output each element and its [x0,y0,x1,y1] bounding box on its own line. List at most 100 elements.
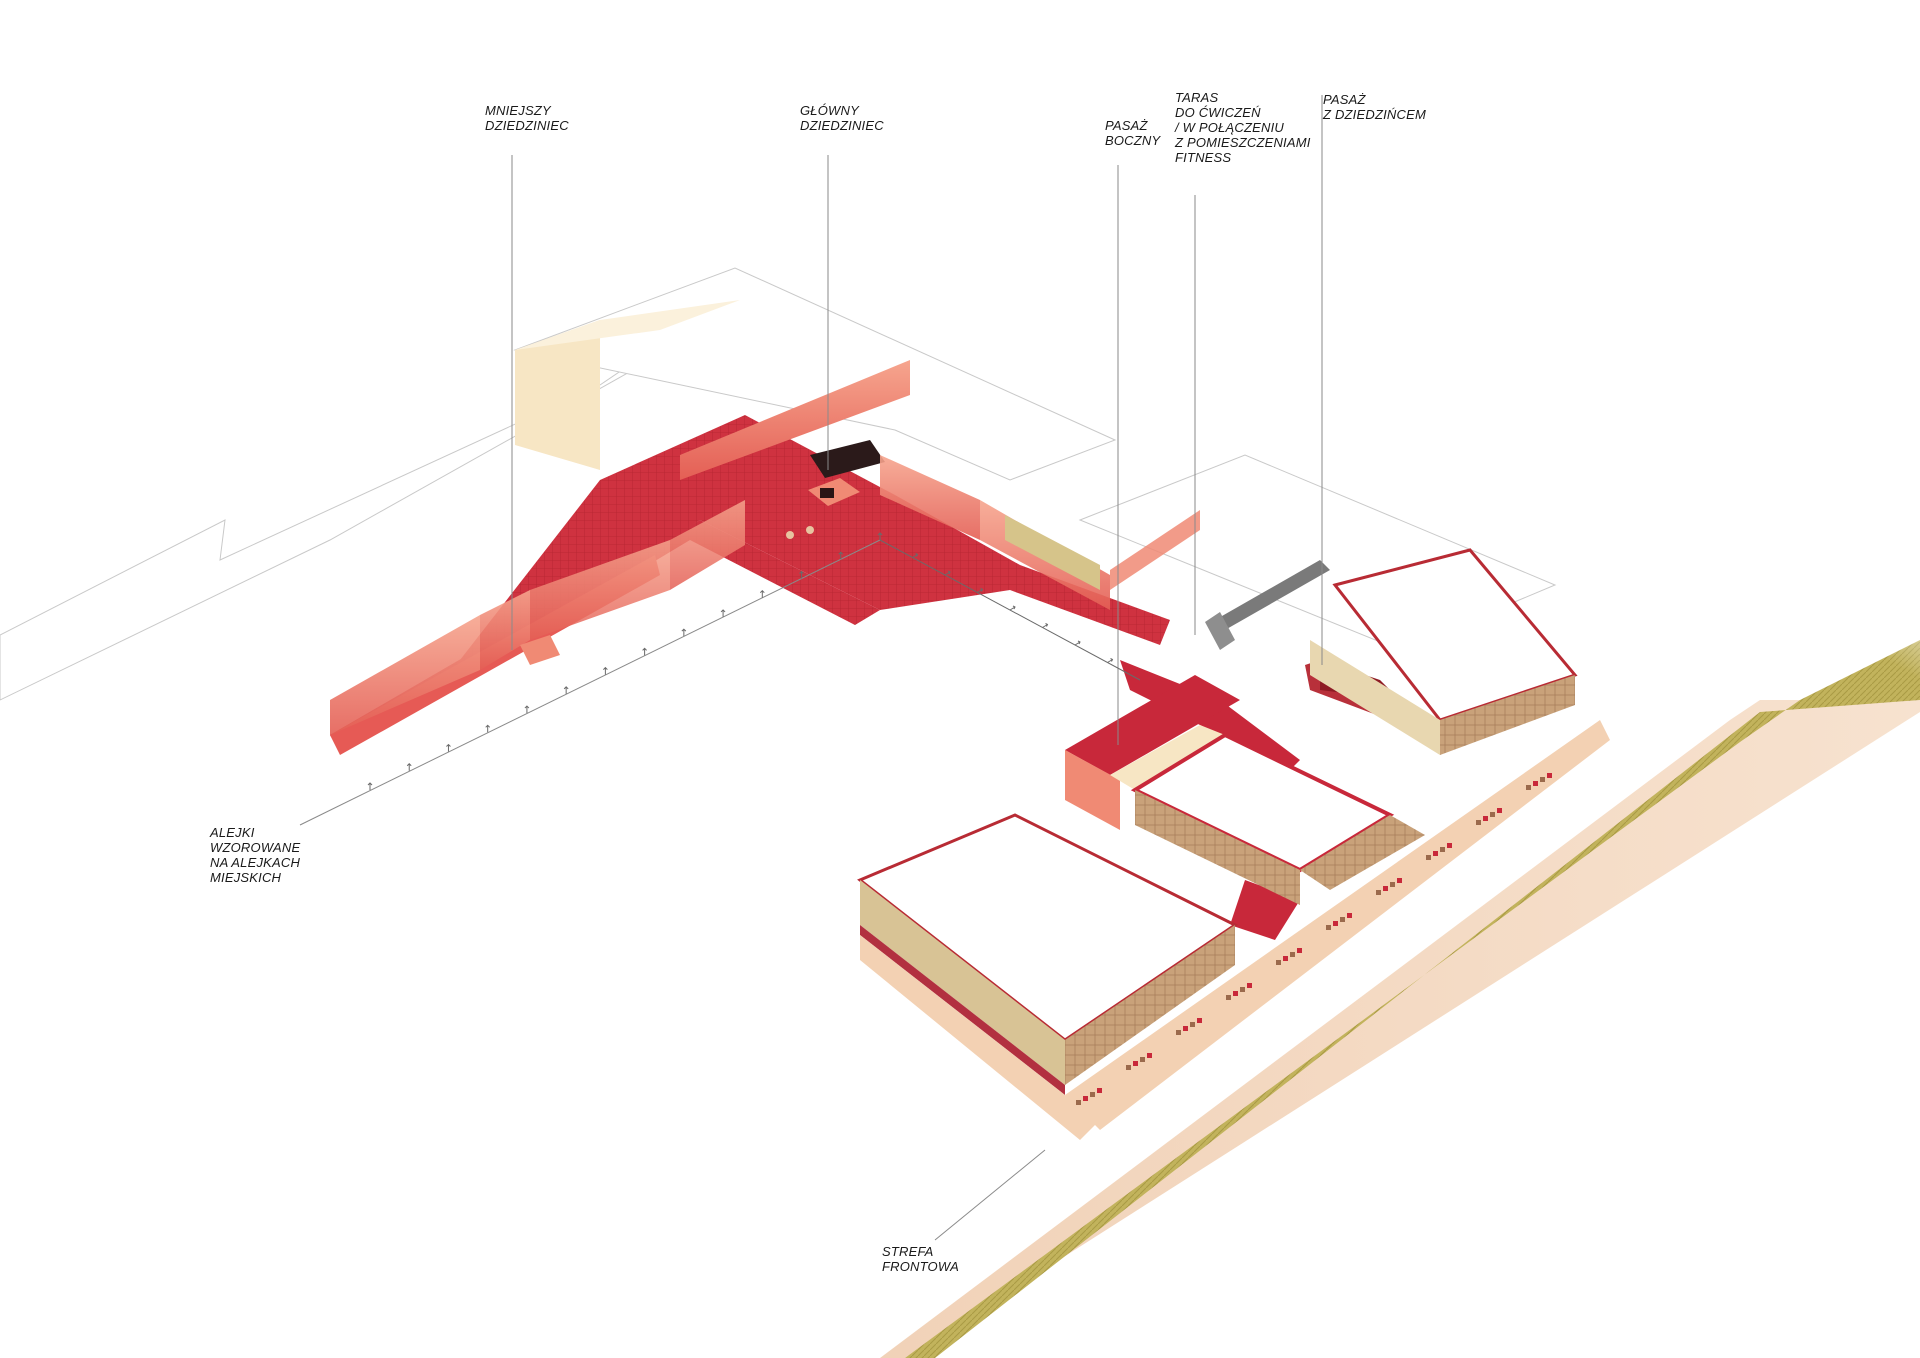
label-courtyard-passage: PASAŻ Z DZIEDZIŃCEM [1323,92,1426,122]
seat-mark [1376,890,1381,895]
seating-cluster [1526,773,1552,790]
loop-inner-cream [1110,725,1225,790]
seat-mark [1490,812,1495,817]
alley-line-east [879,539,1141,681]
alley-arrow-icon [799,570,804,579]
east-building [1310,548,1578,755]
alley-arrows [367,532,1141,790]
label-exercise-terrace: TARAS DO ĆWICZEŃ / W POŁĄCZENIU Z POMIES… [1175,90,1311,165]
leader-lines [299,95,1323,1241]
seat-mark [1147,1053,1152,1058]
context-building-top [513,267,1117,481]
west-wing-walls [330,360,910,755]
seating-cluster [1426,843,1452,860]
seat-mark [1233,991,1238,996]
seating-cluster [1276,948,1302,965]
side-passage-canopy [1110,510,1200,590]
seat-mark [1497,808,1502,813]
alley-arrow-icon [912,553,919,558]
seat-mark [1190,1022,1195,1027]
seat-mark [1097,1088,1102,1093]
seat-mark [1340,917,1345,922]
seat-mark [1390,882,1395,887]
loop-right-facade [1300,815,1425,890]
alley-arrow-icon [1074,640,1081,646]
smaller-courtyard-pad [520,635,560,665]
seat-mark [1290,952,1295,957]
seat-mark [1247,983,1252,988]
seat-mark [1547,773,1552,778]
seat-mark [1140,1057,1145,1062]
alley-arrow-icon [681,628,687,637]
seating-cluster [1176,1018,1202,1035]
seat-mark [1440,847,1445,852]
alley-arrow-icon [406,763,412,771]
seat-mark [1347,913,1352,918]
seating-cluster [1076,1088,1102,1105]
label-smaller-courtyard: MNIEJSZY DZIEDZINIEC [485,103,569,133]
street-band [880,560,1920,1358]
seat-mark [1433,851,1438,856]
seat-mark [1426,855,1431,860]
alley-arrow-icon [759,589,765,598]
seat-mark [1533,781,1538,786]
front-building [857,813,1238,1095]
main-courtyard-details [786,440,885,539]
seat-mark [1476,820,1481,825]
alley-arrow-icon [485,724,491,733]
alley-arrow-icon [563,686,569,694]
seat-mark [1540,777,1545,782]
seat-mark [1483,816,1488,821]
seat-mark [1276,960,1281,965]
seat-mark [1226,995,1231,1000]
seat-mark [1090,1092,1095,1097]
label-front-zone: STREFA FRONTOWA [882,1244,959,1274]
seat-mark [1397,878,1402,883]
seat-mark [1083,1096,1088,1101]
seat-mark [1197,1018,1202,1023]
fitness-terrace [1205,560,1330,650]
seating-cluster [1226,983,1252,1000]
alley-arrow-icon [838,551,844,560]
seat-mark [1283,956,1288,961]
alley-arrow-icon [642,647,647,656]
seat-mark [1447,843,1452,848]
alley-arrow-icon [446,743,451,752]
label-main-courtyard: GŁÓWNY DZIEDZINIEC [800,103,884,133]
loop-top-bar [1065,675,1240,775]
front-building-right-facade [1065,925,1235,1085]
alley-arrow-icon [1042,623,1049,628]
front-seating [1076,773,1552,1105]
label-side-passage: PASAŻ BOCZNY [1105,118,1161,148]
seat-mark [1297,948,1302,953]
front-building-left-facade [860,880,1065,1085]
alley-arrow-icon [944,570,951,576]
seat-mark [1240,987,1245,992]
alley-arrow-icon [524,705,530,714]
seat-mark [1176,1030,1181,1035]
loop-left-bar [1065,750,1120,830]
seat-mark [1133,1061,1138,1066]
seat-mark [1076,1100,1081,1105]
alley-arrow-icon [367,782,373,790]
courtyard-loop [1065,675,1425,905]
main-courtyard-back-wall [680,360,910,480]
street-olive-strip [905,640,1920,1358]
alley-arrow-icon [1009,605,1016,611]
alley-arrow-icon [1107,658,1114,663]
alley-arrow-icon [720,609,726,617]
east-corridor-walls [880,455,1200,610]
leader-city-alleys [299,539,881,826]
seating-cluster [1126,1053,1152,1070]
alley-arrow-icon [977,588,984,593]
seat-mark [1183,1026,1188,1031]
seating-cluster [1476,808,1502,825]
leader-front-zone [934,1149,1046,1241]
seat-mark [1326,925,1331,930]
seating-cluster [1326,913,1352,930]
seat-mark [1126,1065,1131,1070]
seat-mark [1526,785,1531,790]
corridor-floor-main [330,415,1170,750]
cream-building [515,300,740,470]
